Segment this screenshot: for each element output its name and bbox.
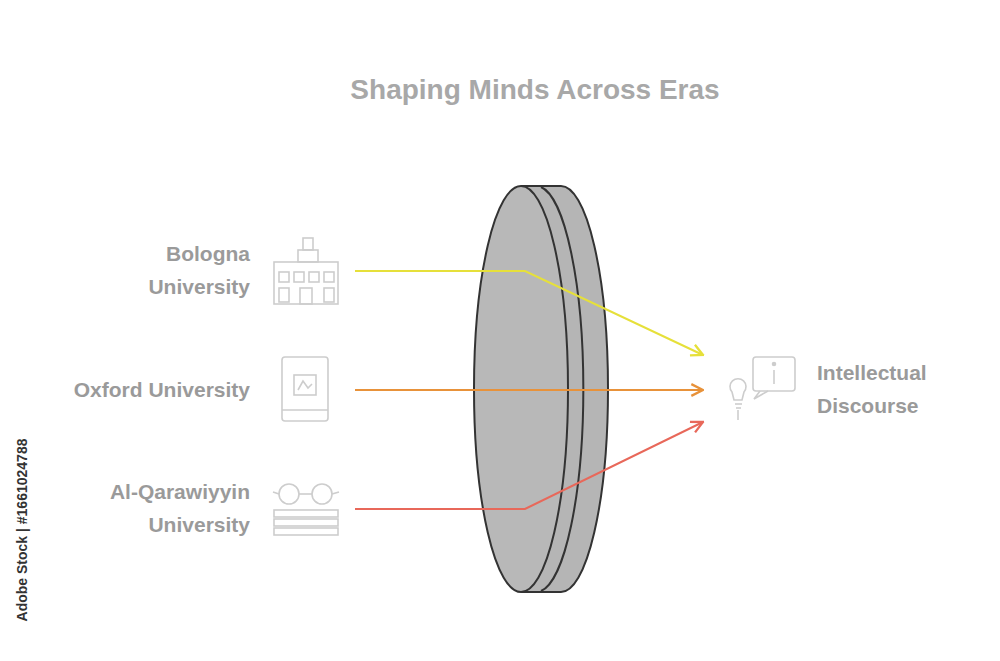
flow-arrow — [355, 271, 703, 355]
institution-label: Oxford University — [20, 374, 345, 407]
institution-label: Bologna University — [115, 238, 345, 303]
building-icon — [274, 238, 338, 304]
glasses-books-icon — [273, 484, 339, 535]
node-label: Al-Qarawiyyin University — [75, 476, 250, 541]
watermark-id: Adobe Stock | #1661024788 — [14, 439, 30, 622]
book-icon — [282, 357, 328, 421]
idea-icon — [730, 357, 795, 420]
node-label: Oxford University — [20, 374, 250, 407]
flow-arrow — [355, 422, 703, 509]
icons — [273, 238, 795, 535]
node-label: Bologna University — [115, 238, 250, 303]
flow-arrow — [355, 389, 703, 391]
institution-label: Al-Qarawiyyin University — [75, 476, 345, 541]
institution-label: Intellectual Discourse — [725, 357, 967, 422]
node-label: Intellectual Discourse — [817, 357, 967, 422]
diagram-title: Shaping Minds Across Eras — [350, 74, 719, 106]
